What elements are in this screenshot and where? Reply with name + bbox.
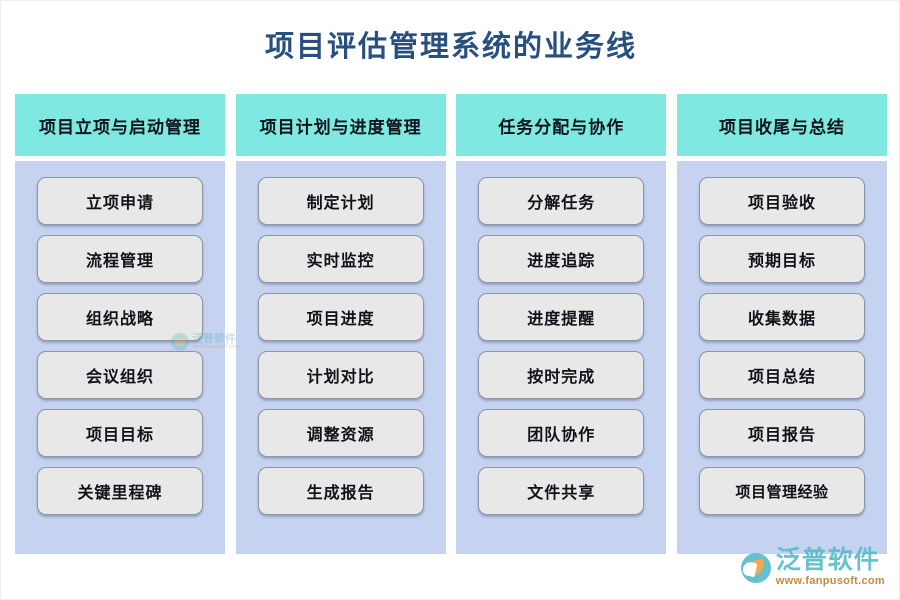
column-project-initiation: 项目立项与启动管理 立项申请 流程管理 组织战略 会议组织 项目目标 关键里程碑 bbox=[15, 94, 225, 554]
column-task-allocation: 任务分配与协作 分解任务 进度追踪 进度提醒 按时完成 团队协作 文件共享 bbox=[456, 94, 667, 554]
column-body-2: 制定计划 实时监控 项目进度 计划对比 调整资源 生成报告 bbox=[235, 161, 446, 554]
list-item[interactable]: 进度追踪 bbox=[478, 235, 645, 283]
list-item[interactable]: 会议组织 bbox=[37, 351, 203, 399]
list-item[interactable]: 团队协作 bbox=[478, 409, 645, 457]
column-body-3: 分解任务 进度追踪 进度提醒 按时完成 团队协作 文件共享 bbox=[456, 161, 667, 554]
list-item[interactable]: 分解任务 bbox=[478, 177, 645, 225]
list-item[interactable]: 关键里程碑 bbox=[37, 467, 203, 515]
list-item[interactable]: 制定计划 bbox=[257, 177, 424, 225]
list-item[interactable]: 按时完成 bbox=[478, 351, 645, 399]
brand-name: 泛普软件 bbox=[775, 546, 880, 574]
list-item[interactable]: 文件共享 bbox=[478, 467, 645, 515]
list-item[interactable]: 计划对比 bbox=[257, 351, 424, 399]
column-header-3: 任务分配与协作 bbox=[456, 94, 667, 156]
list-item[interactable]: 立项申请 bbox=[37, 177, 203, 225]
list-item[interactable]: 调整资源 bbox=[257, 409, 424, 457]
page-title: 项目评估管理系统的业务线 bbox=[264, 31, 637, 63]
list-item[interactable]: 项目报告 bbox=[698, 409, 865, 457]
brand-logo: 泛普软件 www.fanpusoft.com bbox=[740, 548, 885, 587]
logo-swoosh-white bbox=[741, 560, 758, 577]
brand-logo-text: 泛普软件 www.fanpusoft.com bbox=[776, 548, 885, 587]
fanpu-logo-icon bbox=[740, 552, 771, 583]
list-item[interactable]: 项目验收 bbox=[698, 177, 865, 225]
column-body-1: 立项申请 流程管理 组织战略 会议组织 项目目标 关键里程碑 bbox=[15, 161, 225, 554]
list-item[interactable]: 收集数据 bbox=[698, 293, 865, 341]
list-item[interactable]: 实时监控 bbox=[257, 235, 424, 283]
list-item[interactable]: 流程管理 bbox=[37, 235, 203, 283]
list-item[interactable]: 进度提醒 bbox=[478, 293, 645, 341]
list-item[interactable]: 项目进度 bbox=[257, 293, 424, 341]
brand-url: www.fanpusoft.com bbox=[775, 575, 885, 587]
column-body-4: 项目验收 预期目标 收集数据 项目总结 项目报告 项目管理经验 bbox=[676, 161, 887, 554]
list-item[interactable]: 项目总结 bbox=[698, 351, 865, 399]
column-project-planning: 项目计划与进度管理 制定计划 实时监控 项目进度 计划对比 调整资源 生成报告 bbox=[235, 94, 446, 554]
business-line-columns: 项目立项与启动管理 立项申请 流程管理 组织战略 会议组织 项目目标 关键里程碑… bbox=[15, 94, 887, 554]
column-header-2: 项目计划与进度管理 bbox=[235, 94, 446, 156]
list-item[interactable]: 项目目标 bbox=[37, 409, 203, 457]
column-header-4: 项目收尾与总结 bbox=[676, 94, 887, 156]
list-item[interactable]: 生成报告 bbox=[257, 467, 424, 515]
list-item[interactable]: 预期目标 bbox=[698, 235, 865, 283]
list-item[interactable]: 组织战略 bbox=[37, 293, 203, 341]
column-project-closure: 项目收尾与总结 项目验收 预期目标 收集数据 项目总结 项目报告 项目管理经验 bbox=[676, 94, 887, 554]
list-item[interactable]: 项目管理经验 bbox=[698, 467, 865, 515]
column-header-1: 项目立项与启动管理 bbox=[15, 94, 225, 156]
